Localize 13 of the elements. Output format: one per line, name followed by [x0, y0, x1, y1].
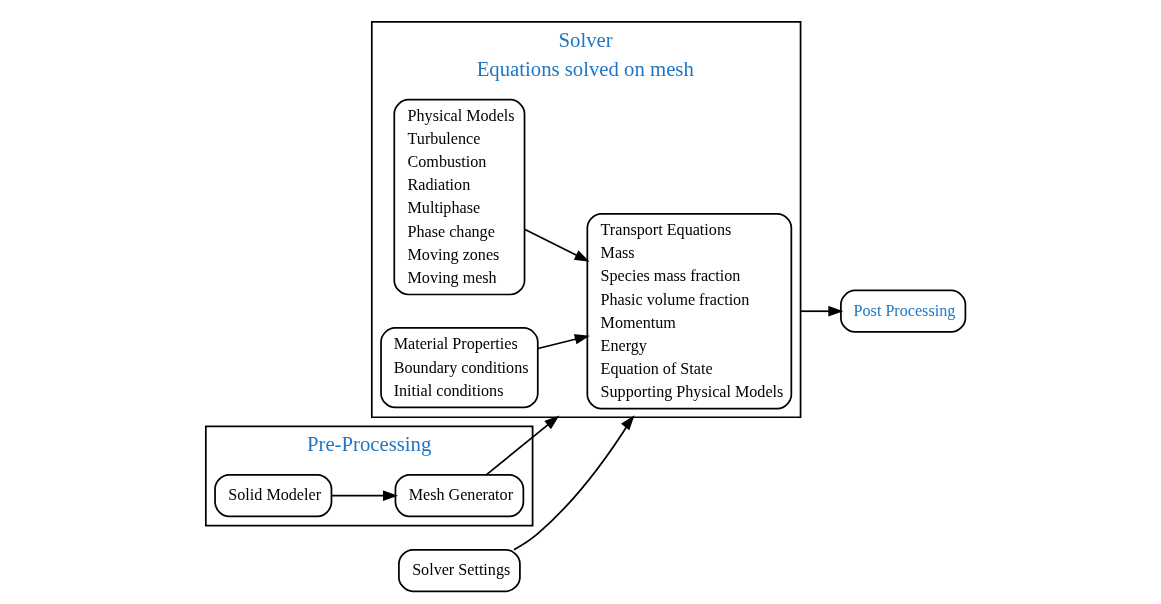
arrow	[484, 415, 559, 476]
node-box: Transport Equations Mass Species mass fraction Phasic volume fraction Momentum Energy Equation of State Supporting Physical Models	[585, 212, 792, 410]
arrow	[523, 228, 590, 262]
node-box: Post Processing	[839, 289, 966, 333]
arrow	[512, 415, 635, 551]
arrow	[799, 305, 843, 317]
node-box: Mesh Generator	[394, 474, 524, 518]
node-box: Solver Settings	[397, 548, 521, 593]
arrow	[330, 490, 398, 501]
node-box: Physical Models Turbulence Combustion Radiation Multiphase Phase change Moving zones Moving mesh	[392, 98, 525, 296]
node-box: Material Properties Boundary conditions Initial conditions	[379, 327, 539, 409]
node-box: Solid Modeler	[213, 474, 332, 518]
arrow	[536, 334, 590, 350]
